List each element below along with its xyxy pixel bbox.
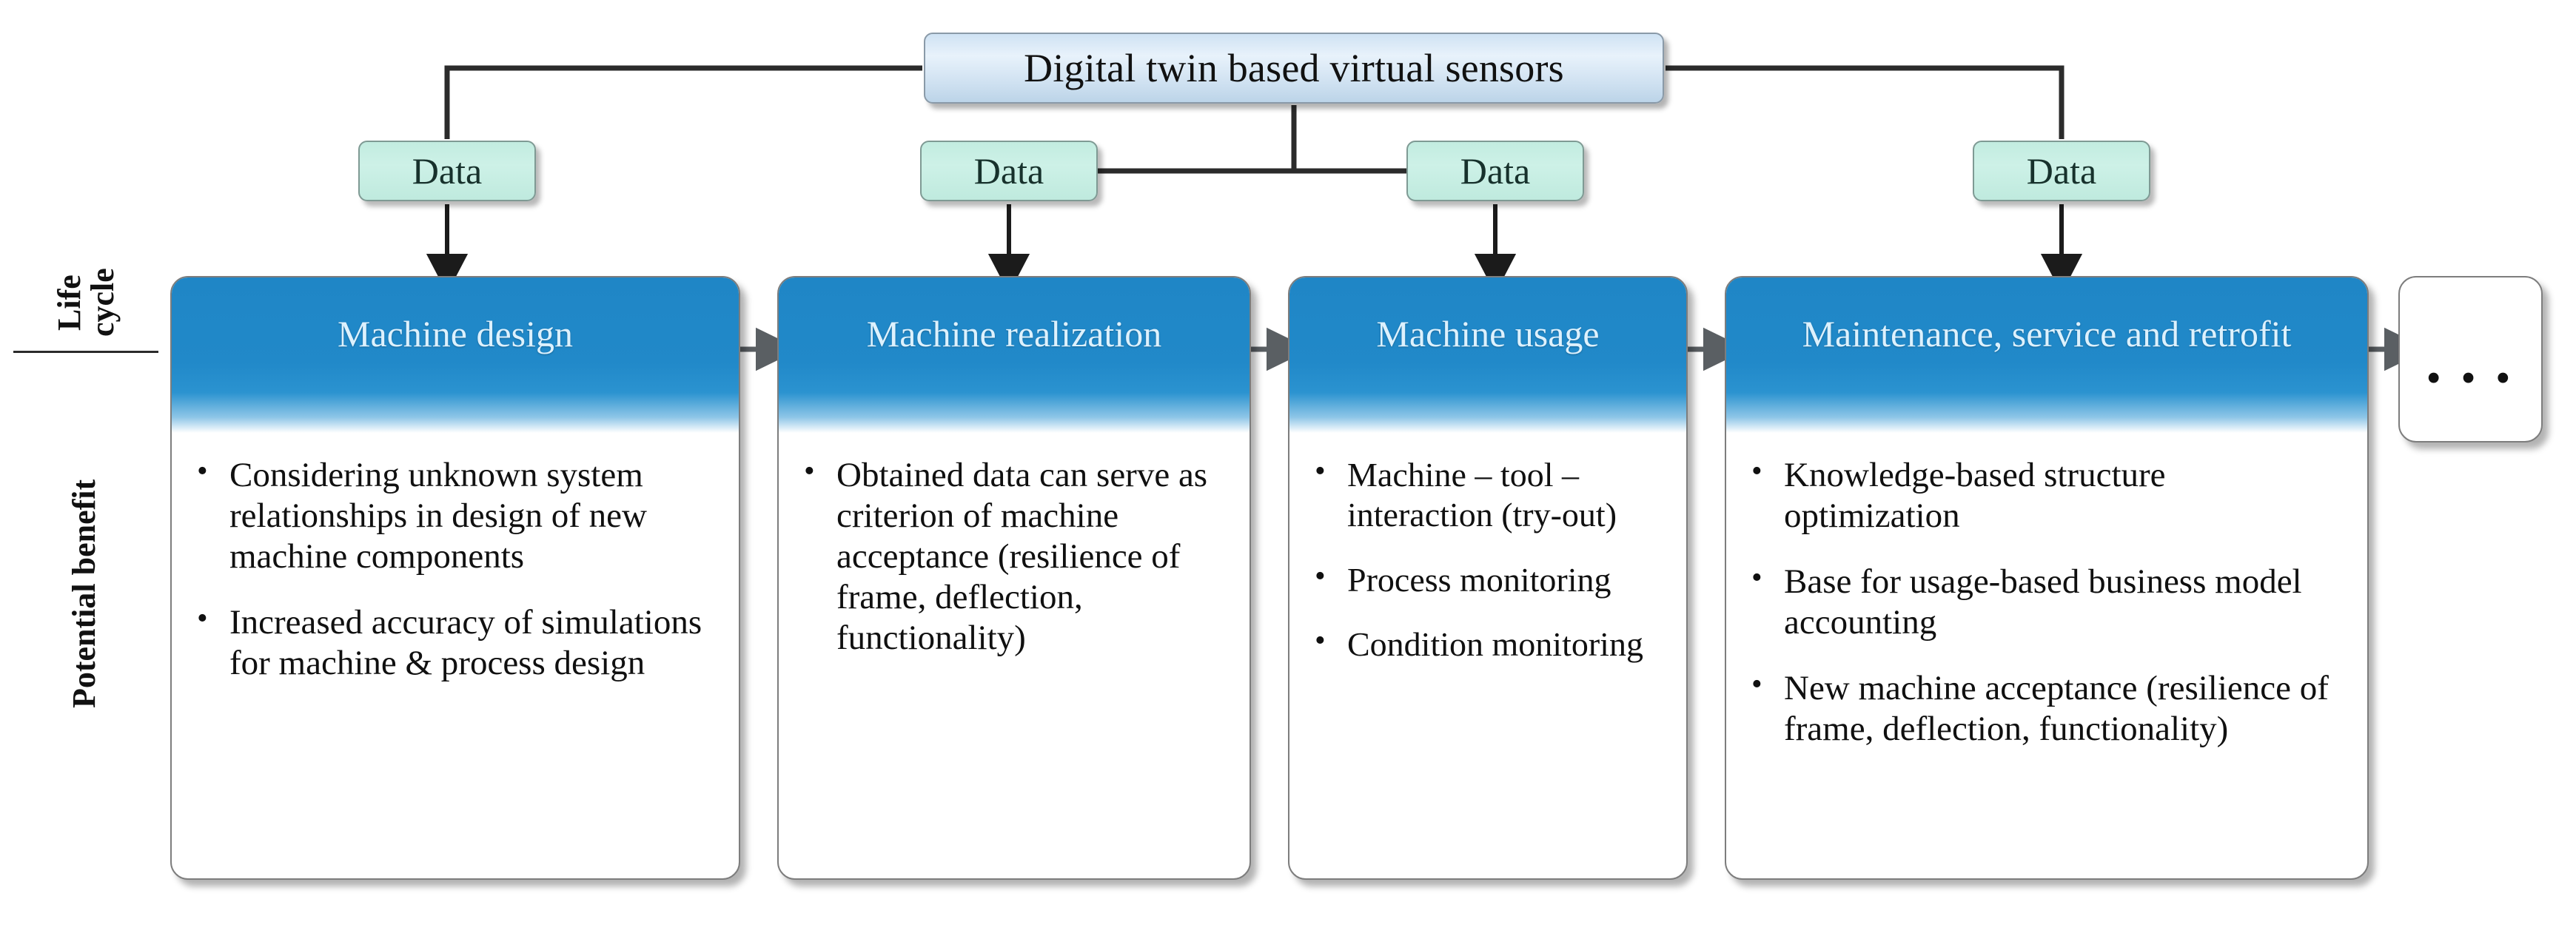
list-item: Machine – tool – interaction (try-out) <box>1309 454 1667 535</box>
list-item: Knowledge-based structure optimization <box>1745 454 2348 536</box>
data-box-1-label: Data <box>412 150 483 192</box>
stage-header-2: Machine realization <box>779 277 1250 433</box>
digital-twin-box[interactable]: Digital twin based virtual sensors <box>924 33 1664 104</box>
ellipsis-icon: • • • <box>2426 354 2515 402</box>
axis-divider <box>13 351 158 353</box>
benefit-list-2: Obtained data can serve as criterion of … <box>798 454 1230 659</box>
data-box-4-label: Data <box>2026 150 2097 192</box>
data-box-2[interactable]: Data <box>920 141 1098 201</box>
list-item: Condition monitoring <box>1309 623 1667 664</box>
list-item: Considering unknown system relationships… <box>191 454 720 577</box>
continuation-body: • • • <box>2400 277 2541 441</box>
list-item: Increased accuracy of simulations for ma… <box>191 601 720 684</box>
benefit-list-3: Machine – tool – interaction (try-out) P… <box>1309 454 1667 664</box>
list-item: New machine acceptance (resilience of fr… <box>1745 667 2348 750</box>
list-item: Base for usage-based business model acco… <box>1745 560 2348 643</box>
stage-body-1: Considering unknown system relationships… <box>172 433 739 724</box>
stage-card-machine-usage[interactable]: Machine usage Machine – tool – interacti… <box>1288 276 1688 880</box>
stage-body-3: Machine – tool – interaction (try-out) P… <box>1289 433 1686 704</box>
stage-header-3-label: Machine usage <box>1376 313 1600 354</box>
axis-label-column: Life cycle Potential benefit <box>0 260 158 889</box>
data-box-2-label: Data <box>973 150 1044 192</box>
stage-header-4-label: Maintenance, service and retrofit <box>1802 313 2292 354</box>
digital-twin-label: Digital twin based virtual sensors <box>1024 46 1564 90</box>
stage-header-1-label: Machine design <box>338 313 573 354</box>
stage-card-machine-realization[interactable]: Machine realization Obtained data can se… <box>777 276 1251 880</box>
stage-body-2: Obtained data can serve as criterion of … <box>779 433 1250 699</box>
list-item: Obtained data can serve as criterion of … <box>798 454 1230 659</box>
stage-card-machine-design[interactable]: Machine design Considering unknown syste… <box>170 276 740 880</box>
stage-body-4: Knowledge-based structure optimization B… <box>1726 433 2367 790</box>
data-box-1[interactable]: Data <box>358 141 536 201</box>
stage-header-3: Machine usage <box>1289 277 1686 433</box>
stage-header-1: Machine design <box>172 277 739 433</box>
stage-card-maintenance-service-retrofit[interactable]: Maintenance, service and retrofit Knowle… <box>1725 276 2369 880</box>
benefit-list-4: Knowledge-based structure optimization B… <box>1745 454 2348 750</box>
list-item: Process monitoring <box>1309 559 1667 600</box>
axis-label-potential-benefit: Potential benefit <box>66 479 102 708</box>
stage-header-2-label: Machine realization <box>866 313 1162 354</box>
stage-header-4: Maintenance, service and retrofit <box>1726 277 2367 433</box>
data-box-4[interactable]: Data <box>1973 141 2150 201</box>
axis-label-life-cycle: Life cycle <box>51 268 121 337</box>
stage-card-continuation[interactable]: • • • <box>2398 276 2543 442</box>
wire-dt-to-data-1 <box>444 65 922 139</box>
data-box-3[interactable]: Data <box>1406 141 1584 201</box>
benefit-list-1: Considering unknown system relationships… <box>191 454 720 684</box>
wire-dt-to-data-4 <box>1666 65 2065 139</box>
data-box-3-label: Data <box>1460 150 1531 192</box>
